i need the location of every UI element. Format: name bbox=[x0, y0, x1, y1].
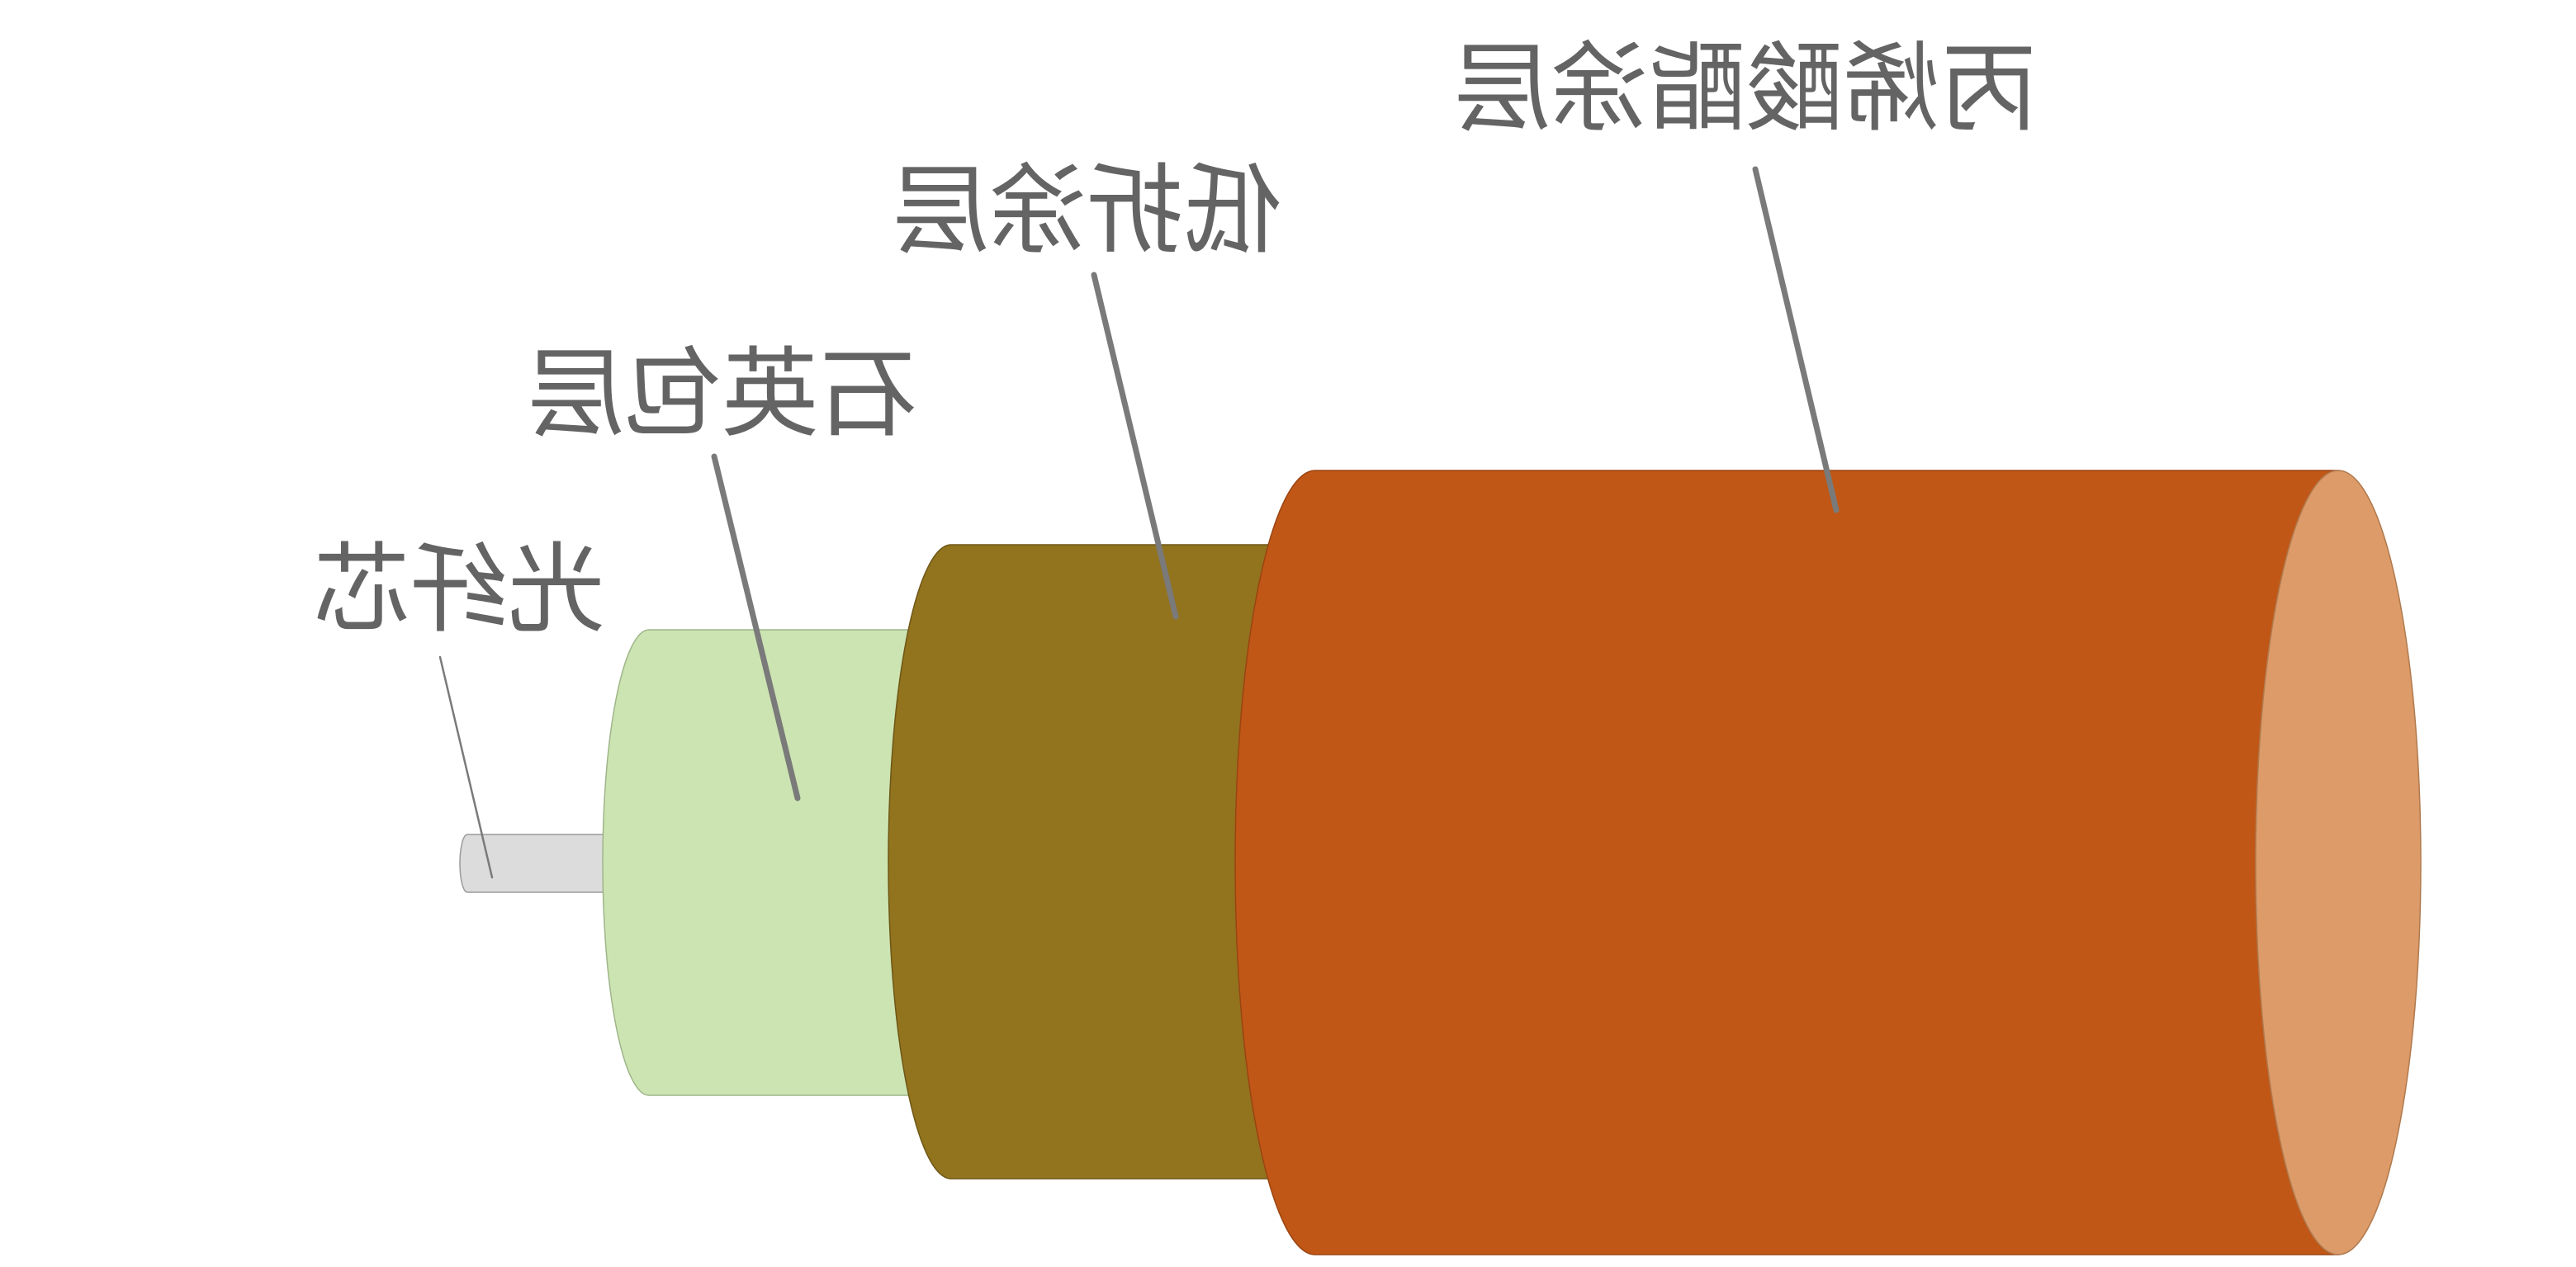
leader-line-cladding bbox=[711, 453, 801, 801]
leader-line-core bbox=[438, 655, 494, 879]
label-acrylate-coating: 丙烯酸酯涂层 bbox=[1453, 31, 2038, 145]
cladding-body bbox=[602, 629, 917, 1096]
leader-line-acrylate bbox=[1752, 166, 1840, 513]
fiber-core-layer bbox=[459, 834, 612, 893]
fiber-core-body bbox=[459, 834, 612, 893]
low-index-coating-layer bbox=[888, 544, 1289, 1180]
labels: 光纤芯 石英包层 低折涂层 丙烯酸酯涂层 bbox=[313, 31, 2038, 646]
low-index-coating-body bbox=[888, 544, 1289, 1180]
acrylate-coating-layer bbox=[1234, 470, 2422, 1255]
acrylate-coating-body bbox=[1234, 470, 2351, 1255]
acrylate-end-face bbox=[2255, 470, 2422, 1255]
label-low-index-coating: 低折涂层 bbox=[892, 154, 1281, 267]
label-cladding: 石英包层 bbox=[527, 337, 916, 451]
leader-lines bbox=[438, 166, 1840, 879]
label-core: 光纤芯 bbox=[313, 532, 605, 646]
cladding-layer bbox=[602, 629, 917, 1096]
leader-line-low-index bbox=[1091, 272, 1179, 620]
